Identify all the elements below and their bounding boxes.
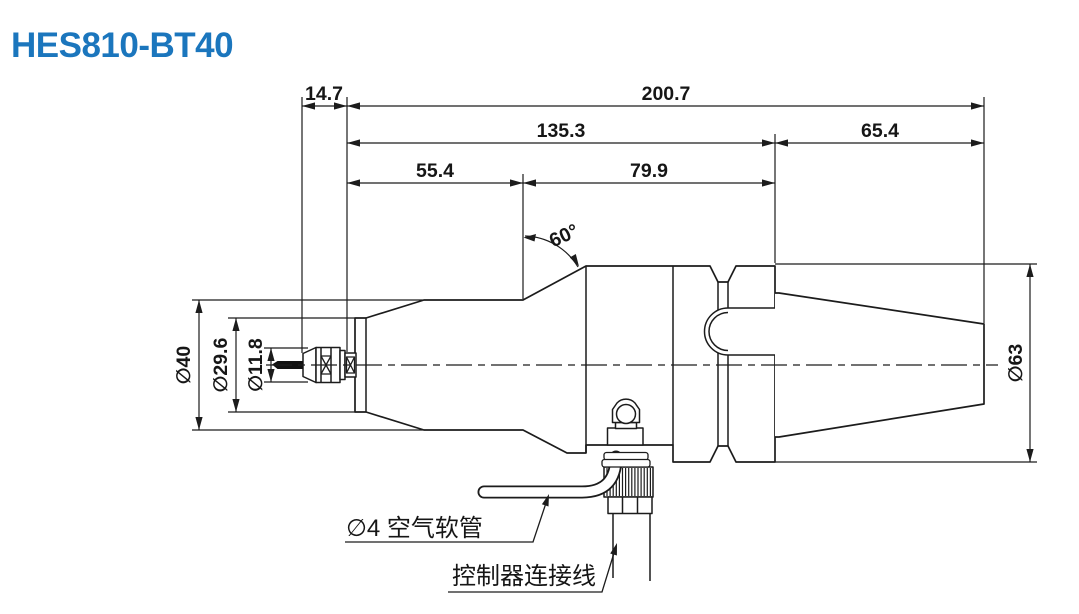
rear-bearing-symbol xyxy=(345,356,356,374)
dim-overall-length: 200.7 xyxy=(642,83,691,105)
controller-cable xyxy=(612,513,651,581)
dim-body-length: 135.3 xyxy=(537,120,586,142)
hex-section xyxy=(607,496,653,515)
collet-chuck xyxy=(272,346,357,384)
spindle-body xyxy=(354,265,985,463)
extension-lines xyxy=(192,97,1037,463)
controller-cable-label: 控制器连接线 xyxy=(452,563,596,590)
fitting-base-block xyxy=(606,427,644,446)
dimension-texts: 14.7 200.7 135.3 65.4 55.4 79.9 ∅40 ∅29.… xyxy=(173,83,1027,392)
connector-assembly xyxy=(477,398,654,581)
dim-nose-diameter: ∅29.6 xyxy=(210,338,232,393)
air-hose-label: ∅4 空气软管 xyxy=(346,515,483,542)
callout-air-hose: ∅4 空气软管 xyxy=(345,494,549,543)
spindle-outline xyxy=(354,265,776,463)
callout-controller-cable: 控制器连接线 xyxy=(448,543,617,593)
dim-collet-nut-diameter: ∅11.8 xyxy=(245,338,267,392)
dim-mid-section-length: 79.9 xyxy=(630,160,668,182)
dim-taper-angle: 60° xyxy=(546,220,582,252)
bt40-taper-cone xyxy=(775,292,985,438)
dimension-lines xyxy=(198,105,1031,462)
dim-flange-diameter: ∅63 xyxy=(1005,344,1027,383)
dimension-arrowheads xyxy=(195,102,1034,462)
angle-annotation: 60° xyxy=(523,220,582,268)
dim-front-diameter: ∅40 xyxy=(173,346,195,385)
lock-washer-lower xyxy=(601,458,651,468)
front-bearing-symbol xyxy=(320,355,332,375)
flange-drive-slot-inner-arc xyxy=(708,311,729,352)
dim-front-section-length: 55.4 xyxy=(416,160,454,182)
hex-facet-lines xyxy=(621,497,639,514)
dim-collet-protrusion: 14.7 xyxy=(305,83,343,105)
air-fitting-eye xyxy=(615,403,637,425)
air-hose xyxy=(477,450,623,499)
flange-drive-slot xyxy=(703,307,775,356)
dim-bt-taper-length: 65.4 xyxy=(861,120,899,142)
page-title: HES810-BT40 xyxy=(11,26,233,65)
